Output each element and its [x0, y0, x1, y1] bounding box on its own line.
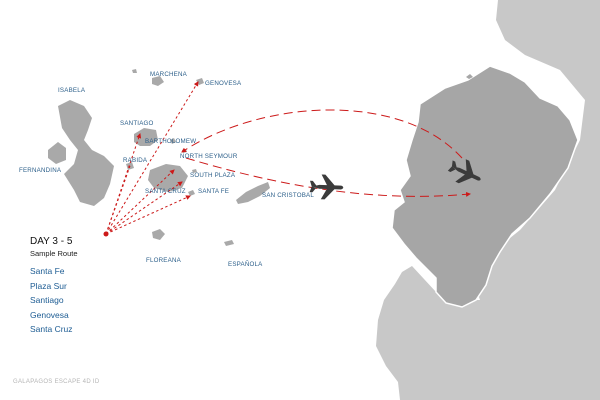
label-santiago: SANTIAGO — [120, 120, 154, 127]
bartholomew-island — [170, 138, 176, 144]
stop-item: Santiago — [30, 295, 64, 305]
stop-item: Plaza Sur — [30, 280, 67, 291]
stop-item: Genovesa — [30, 309, 69, 320]
santiago-island — [134, 128, 158, 146]
airplane-icon — [447, 159, 481, 184]
label-isabela: ISABELA — [58, 87, 86, 94]
marchena-island — [152, 76, 164, 86]
coast-islet — [466, 74, 473, 79]
route-to-south-plaza — [105, 181, 183, 235]
route-title: DAY 3 - 5 — [30, 236, 73, 247]
puna-island — [415, 232, 430, 242]
label-rabida: RABIDA — [123, 157, 148, 164]
airplane-icon — [309, 174, 344, 200]
san-cristobal-island — [236, 182, 270, 204]
label-san-cristobal: SAN CRISTOBAL — [262, 192, 314, 199]
route-to-santa-cruz — [105, 169, 175, 235]
stop-item: Santa Cruz — [30, 324, 73, 334]
north-pinta-islet — [132, 69, 137, 73]
fernandina-island — [48, 142, 66, 164]
south-plaza-island — [192, 169, 197, 173]
ecuador-mainland — [391, 65, 579, 308]
neighbor-land — [376, 0, 600, 400]
route-start-point — [103, 231, 109, 237]
label-santa-fe: SANTA FE — [198, 188, 229, 195]
label-espanola: ESPAÑOLA — [228, 261, 263, 268]
label-santa-cruz: SANTA CRUZ — [145, 188, 186, 195]
map-credit: GALAPAGOS ESCAPE 4D ID — [13, 379, 100, 385]
label-south-plaza: SOUTH PLAZA — [190, 172, 236, 179]
espanola-island — [224, 240, 234, 246]
route-to-rabida — [105, 165, 131, 235]
isabela-island — [58, 100, 114, 206]
label-floreana: FLOREANA — [146, 257, 182, 264]
label-marchena: MARCHENA — [150, 71, 188, 78]
label-genovesa: GENOVESA — [205, 80, 242, 87]
route-lines — [105, 81, 199, 235]
route-subtitle: Sample Route — [30, 249, 78, 258]
stop-item: Santa Fe — [30, 266, 65, 276]
floreana-island — [152, 229, 165, 240]
stop-list: Santa Fe Plaza Sur Santiago Genovesa San… — [30, 264, 73, 337]
route-to-santa-fe — [105, 195, 191, 235]
label-fernandina: FERNANDINA — [19, 167, 62, 174]
santa-fe-island — [188, 190, 195, 196]
label-bartholomew: BARTHOLOMEW — [145, 138, 196, 145]
flight-in-arc — [181, 109, 463, 159]
label-north-seymour: NORTH SEYMOUR — [180, 153, 238, 160]
island-labels: MARCHENA GENOVESA ISABELA SANTIAGO BARTH… — [19, 71, 314, 268]
